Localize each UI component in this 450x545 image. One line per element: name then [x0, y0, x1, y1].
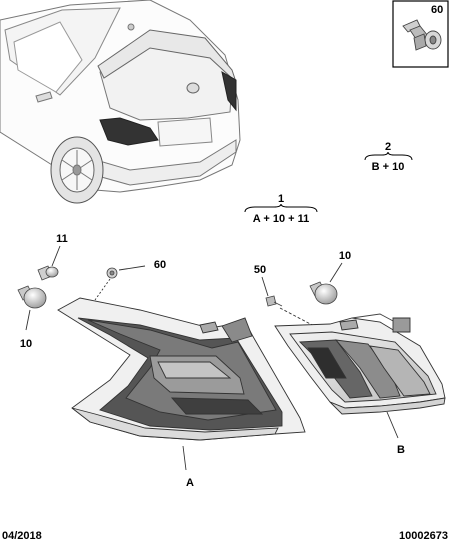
clip-60-ref: 60 [154, 259, 166, 271]
clip-60-small-icon [106, 267, 118, 279]
kit-1-brace [244, 203, 318, 213]
bulb-11-icon [37, 265, 59, 281]
bulb-10-right-ref: 10 [339, 250, 351, 262]
kit-2-formula: B + 10 [372, 161, 405, 173]
kit-callout-2: 2 B + 10 [364, 141, 413, 173]
bulb-11-ref: 11 [56, 233, 68, 245]
bulb-10-left-part: 10 [17, 285, 47, 350]
screw-50-part: 50 [254, 264, 319, 329]
screw-50-icon [265, 295, 283, 307]
lamp-a-callout: A [182, 445, 194, 489]
screw-50-ref: 50 [254, 264, 266, 276]
lamp-b-callout: B [386, 411, 405, 456]
kit-1-ref: 1 [278, 193, 284, 205]
clip-60-part: 60 [94, 259, 166, 301]
car-rear-illustration [0, 0, 241, 204]
lamp-a-ref: A [186, 477, 194, 489]
kit-2-ref: 2 [385, 141, 391, 153]
footer-date: 04/2018 [2, 530, 42, 542]
bulb-10-right-icon [309, 281, 338, 305]
bulb-11-part: 11 [37, 233, 68, 281]
bulb-10-left-icon [17, 285, 47, 309]
inset-ref-label: 60 [431, 4, 443, 16]
kit-1-formula: A + 10 + 11 [253, 213, 309, 225]
tail-lamp-a-part [57, 297, 306, 441]
lamp-b-ref: B [397, 444, 405, 456]
clip-inset-box: 60 [392, 0, 449, 68]
footer-drawing-number: 10002673 [399, 530, 448, 542]
tail-lamp-b-part [274, 313, 446, 415]
bulb-10-right-part: 10 [309, 250, 351, 305]
bulb-10-left-ref: 10 [20, 338, 32, 350]
kit-2-brace [364, 151, 413, 161]
kit-callout-1: 1 A + 10 + 11 [244, 193, 318, 225]
clip-60-icon [402, 19, 442, 51]
